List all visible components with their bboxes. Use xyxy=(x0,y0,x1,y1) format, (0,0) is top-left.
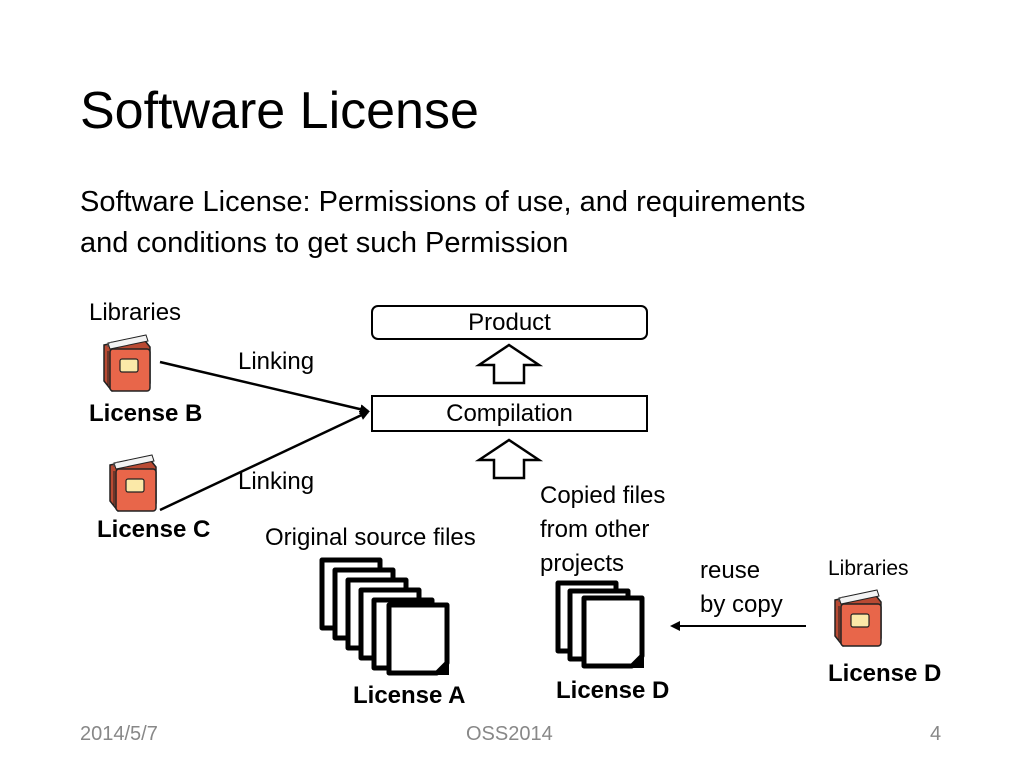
slide-title: Software License xyxy=(80,82,479,140)
book-icon xyxy=(103,334,151,392)
license-d-copied-label: License D xyxy=(556,677,670,704)
product-box: Product xyxy=(371,305,648,340)
document-stack-icon xyxy=(322,560,449,675)
copied-files-line-1: Copied files xyxy=(540,482,666,509)
copied-files-line-3: projects xyxy=(540,550,625,577)
book-icon xyxy=(109,454,157,512)
license-c-label: License C xyxy=(97,516,211,543)
book-icon xyxy=(834,589,882,647)
license-d-library-label: License D xyxy=(828,660,942,687)
document-stack-icon xyxy=(558,583,644,668)
linking-arrow-top xyxy=(159,360,370,415)
hollow-up-arrow-icon xyxy=(477,343,541,385)
reuse-line-1: reuse xyxy=(700,557,761,584)
subtitle-line-2: and conditions to get such Permission xyxy=(80,227,569,259)
footer-event: OSS2014 xyxy=(466,723,553,745)
libraries-label-right: Libraries xyxy=(828,557,909,580)
reuse-line-2: by copy xyxy=(700,591,783,618)
reuse-by-copy-label: reuse by copy xyxy=(700,554,783,622)
original-source-files-label: Original source files xyxy=(265,524,476,551)
hollow-up-arrow-icon xyxy=(477,438,541,480)
license-b-label: License B xyxy=(89,400,203,427)
copied-files-line-2: from other xyxy=(540,516,650,543)
linking-label-bottom: Linking xyxy=(238,468,315,495)
linking-label-top: Linking xyxy=(238,348,315,375)
license-a-label: License A xyxy=(353,682,466,709)
linking-arrow-bottom xyxy=(159,410,370,512)
footer-page-number: 4 xyxy=(930,723,942,745)
footer-date: 2014/5/7 xyxy=(80,723,158,745)
copied-files-label: Copied files from other projects xyxy=(540,479,665,581)
libraries-label-left: Libraries xyxy=(89,299,182,326)
slide-subtitle: Software License: Permissions of use, an… xyxy=(80,182,940,264)
compilation-box: Compilation xyxy=(371,395,648,432)
subtitle-line-1: Software License: Permissions of use, an… xyxy=(80,186,806,218)
